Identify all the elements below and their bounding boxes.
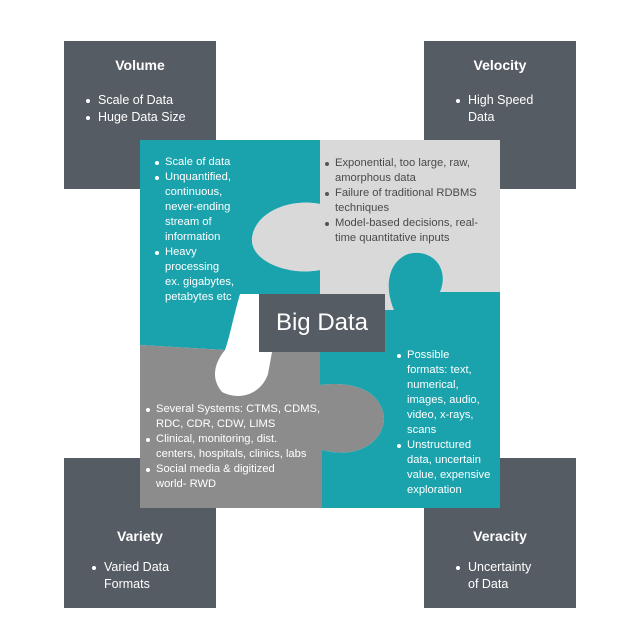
list-item: Failure of traditional RDBMS techniques (325, 186, 500, 216)
list-item-line: images, audio, (407, 394, 480, 406)
puzzle-piece-top-right (251, 140, 500, 310)
list-item-line: exploration (407, 484, 462, 496)
list-item-line: Model-based decisions, real- (335, 217, 479, 229)
big-data-label: Big Data (259, 294, 385, 352)
list-item: Heavy processing ex. gigabytes, petabytes e… (155, 245, 265, 305)
list-item: Formats (104, 577, 150, 591)
list-item-line: amorphous data (335, 172, 416, 184)
bottom-right-piece-text: Possible formats: text, numerical, images, … (397, 348, 497, 498)
volume-list: Scale of Data Huge Data Size (84, 92, 186, 126)
list-item-line: Several Systems: CTMS, CDMS, (156, 403, 321, 415)
list-item-line: world- RWD (156, 478, 217, 490)
list-item: Clinical, monitoring, dist. centers, hosp… (146, 432, 326, 462)
list-item-line: centers, hospitals, clinics, labs (156, 448, 307, 460)
list-item-line: RDC, CDR, CDW, LIMS (156, 418, 276, 430)
list-item: Model-based decisions, real-time quantit… (325, 216, 500, 246)
list-item: Uncertainty (454, 559, 531, 576)
list-item-line: Exponential, too large, raw, (335, 157, 470, 169)
velocity-list: High Speed Data (454, 92, 533, 126)
list-item: High Speed (454, 92, 533, 109)
list-item: Possible formats: text, numerical, images, … (397, 348, 497, 438)
bottom-left-piece-text: Several Systems: CTMS, CDMS, RDC, CDR, CD… (146, 402, 326, 492)
list-item: Scale of data (155, 155, 265, 170)
list-item: Unquantified, continuous, never-ending stre… (155, 170, 265, 245)
list-item-line: Unstructured (407, 439, 472, 451)
list-item-line: Clinical, monitoring, dist. (156, 433, 278, 445)
list-item: Unstructured data, uncertain value, expens… (397, 438, 497, 498)
list-item: Several Systems: CTMS, CDMS, RDC, CDR, CD… (146, 402, 326, 432)
list-item-line: video, x-rays, (407, 409, 474, 421)
list-item: Varied Data (90, 559, 169, 576)
list-item-line: continuous, (165, 186, 223, 198)
variety-title: Variety (117, 528, 163, 544)
veracity-title: Veracity (473, 528, 527, 544)
list-item: Huge Data Size (84, 109, 186, 126)
list-item-line: Scale of data (165, 156, 231, 168)
list-item-line: Heavy (165, 246, 197, 258)
velocity-box: Velocity High Speed Data (424, 41, 576, 189)
list-item-line: petabytes etc (165, 291, 232, 303)
variety-list: Varied Data Formats (90, 559, 169, 593)
list-item: Exponential, too large, raw, amorphous da… (325, 156, 500, 186)
list-item-line: formats: text, (407, 364, 472, 376)
veracity-list: Uncertainty of Data (454, 559, 531, 593)
list-item-line: information (165, 231, 221, 243)
list-item-line: never-ending (165, 201, 231, 213)
list-item-line: Unquantified, (165, 171, 231, 183)
list-item-line: ex. gigabytes, (165, 276, 235, 288)
list-item-line: techniques (335, 202, 390, 214)
list-item-line: value, expensive (407, 469, 491, 481)
list-item-line: processing (165, 261, 220, 273)
list-item: Scale of Data (84, 92, 186, 109)
list-item: of Data (468, 577, 509, 591)
list-item-line: data, uncertain (407, 454, 482, 466)
list-item-line: stream of (165, 216, 212, 228)
list-item: Social media & digitized world- RWD (146, 462, 326, 492)
list-item-line: numerical, (407, 379, 459, 391)
list-item-line: scans (407, 424, 437, 436)
puzzle-piece-bottom-right (320, 252, 500, 508)
list-item-line: Possible (407, 349, 450, 361)
top-right-piece-text: Exponential, too large, raw, amorphous da… (325, 156, 500, 246)
list-item-line: time quantitative inputs (335, 232, 450, 244)
volume-title: Volume (115, 57, 165, 73)
list-item-line: Social media & digitized (156, 463, 275, 475)
puzzle-piece-bottom-left (140, 345, 384, 508)
list-item: Data (468, 110, 495, 124)
list-item-line: Failure of traditional RDBMS (335, 187, 477, 199)
velocity-title: Velocity (473, 57, 527, 73)
